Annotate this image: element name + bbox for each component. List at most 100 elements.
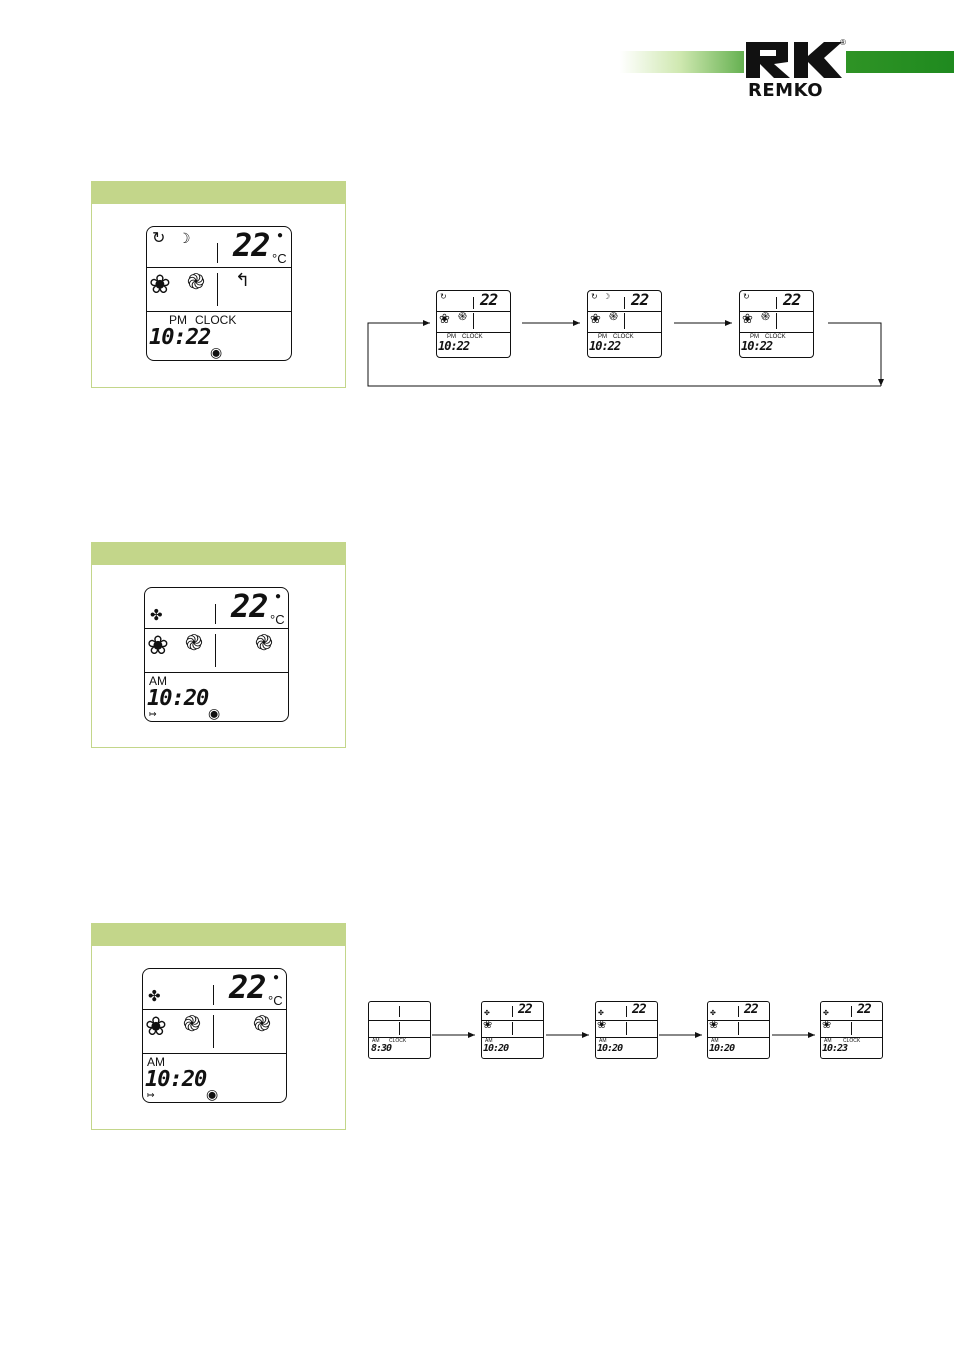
ampm-indicator: AM [711, 1038, 719, 1044]
lcd-display: ↻ ☽ 22 ● °C ❀ ֎ ↰ PM CLOCK 10:22 ◉ [146, 226, 292, 361]
flow-c-display-1: AM CLOCK 8:30 [368, 1001, 431, 1059]
clock-label: CLOCK [613, 334, 634, 340]
temperature: 22 [233, 226, 271, 264]
lcd-display: ✤ 22 ● °C ❀ ֎ ֎ AM 10:20 ↦ ◉ [142, 968, 287, 1103]
thermometer-icon: ● [277, 230, 284, 241]
thermometer-icon: ● [273, 972, 280, 983]
mode-cycle-icon: ↻ [152, 230, 166, 247]
clock-time: 10:22 [589, 339, 621, 353]
panel-header [92, 924, 345, 946]
temperature: 22 [231, 587, 269, 625]
ampm-indicator: PM [169, 313, 187, 327]
fan-icon: ❀ [590, 311, 601, 326]
clock-time: 10:22 [149, 325, 211, 350]
registered-mark: ® [840, 38, 846, 47]
swirl-icon: ֎ [187, 269, 205, 294]
swirl-icon: ֎ [255, 630, 273, 655]
thermometer-icon: ● [275, 591, 282, 602]
fan-icon: ❀ [145, 1011, 167, 1041]
signal-icon: ◉ [206, 1086, 219, 1102]
sun-icon: ✤ [150, 607, 163, 624]
swirl-icon: ֎ [253, 1011, 271, 1036]
clock-time: 10:20 [147, 686, 209, 711]
sun-icon: ✤ [148, 988, 161, 1005]
logo-wordmark: REMKO [748, 80, 824, 101]
flow-c-display-5: ✤ 22 ❀ AM CLOCK 10:23 [820, 1001, 883, 1059]
flow-a-display-1: ↻ 22 ❀ ֎ PM CLOCK 10:22 [436, 290, 511, 358]
clock-label: CLOCK [843, 1038, 861, 1044]
flow-a-display-2: ↻ ☽ 22 ❀ ֎ PM CLOCK 10:22 [587, 290, 662, 358]
temperature-unit: °C [272, 251, 287, 266]
clock-time: 10:22 [438, 339, 470, 353]
clock-time: 10:20 [145, 1067, 207, 1092]
clock-label: CLOCK [389, 1038, 407, 1044]
temperature: 22 [631, 290, 649, 309]
fan-icon: ❀ [822, 1019, 832, 1031]
clock-time: 10:20 [483, 1043, 509, 1054]
temperature: 22 [518, 1002, 533, 1017]
sun-icon: ✤ [484, 1010, 490, 1017]
fan-icon: ❀ [149, 269, 171, 299]
ampm-indicator: AM [824, 1038, 832, 1044]
temperature-unit: °C [268, 993, 283, 1008]
temperature: 22 [783, 290, 801, 309]
clock-time: 10:20 [709, 1043, 735, 1054]
clock-label: CLOCK [765, 334, 786, 340]
ampm-indicator: AM [599, 1038, 607, 1044]
swirl-icon: ֎ [609, 311, 618, 323]
flow-c-display-3: ✤ 22 ❀ AM 10:20 [595, 1001, 658, 1059]
clock-time: 10:23 [822, 1043, 848, 1054]
panel-display-b: ✤ 22 ● °C ❀ ֎ ֎ AM 10:20 ↦ ◉ [91, 542, 346, 748]
sun-icon: ✤ [710, 1010, 716, 1017]
moon-icon: ☽ [178, 230, 191, 246]
swirl-icon: ֎ [458, 311, 467, 323]
panel-display-c: ✤ 22 ● °C ❀ ֎ ֎ AM 10:20 ↦ ◉ [91, 923, 346, 1130]
mode-cycle-icon: ↻ [743, 292, 750, 301]
fan-icon: ❀ [147, 630, 169, 660]
clock-label: CLOCK [462, 334, 483, 340]
ampm-indicator: PM [447, 334, 456, 340]
temperature: 22 [632, 1002, 647, 1017]
fan-icon: ❀ [597, 1019, 607, 1031]
temperature-unit: °C [270, 612, 285, 627]
clock-label: CLOCK [195, 313, 237, 327]
ampm-indicator: PM [750, 334, 759, 340]
panel-display-a: ↻ ☽ 22 ● °C ❀ ֎ ↰ PM CLOCK 10:22 ◉ [91, 181, 346, 388]
flow-c-display-4: ✤ 22 ❀ AM 10:20 [707, 1001, 770, 1059]
ampm-indicator: AM [147, 1055, 165, 1069]
clock-time: 8:30 [371, 1043, 392, 1054]
ampm-indicator: PM [598, 334, 607, 340]
moon-icon: ☽ [603, 292, 611, 301]
swirl-icon: ֎ [183, 1011, 201, 1036]
panel-header [92, 182, 345, 204]
swirl-icon: ֎ [761, 311, 770, 323]
sun-icon: ✤ [598, 1010, 604, 1017]
fan-icon: ❀ [742, 311, 753, 326]
fan-icon: ❀ [483, 1019, 493, 1031]
flow-c-display-2: ✤ 22 ❀ AM 10:20 [481, 1001, 544, 1059]
signal-icon: ◉ [208, 705, 221, 721]
signal-icon: ◉ [210, 344, 223, 360]
swing-icon: ↰ [235, 270, 251, 290]
sun-icon: ✤ [823, 1010, 829, 1017]
panel-header [92, 543, 345, 565]
swirl-icon: ֎ [185, 630, 203, 655]
temperature: 22 [229, 968, 267, 1006]
clock-time: 10:20 [597, 1043, 623, 1054]
ampm-indicator: AM [485, 1038, 493, 1044]
ampm-indicator: AM [149, 674, 167, 688]
temperature: 22 [857, 1002, 872, 1017]
mode-cycle-icon: ↻ [440, 292, 447, 301]
remko-logo: REMKO ® [744, 38, 846, 102]
fan-icon: ❀ [709, 1019, 719, 1031]
lcd-display: ✤ 22 ● °C ❀ ֎ ֎ AM 10:20 ↦ ◉ [144, 587, 289, 722]
key-icon: ↦ [149, 709, 157, 719]
temperature: 22 [744, 1002, 759, 1017]
mode-cycle-icon: ↻ [591, 292, 598, 301]
flow-a-display-3: ↻ 22 ❀ ֎ PM CLOCK 10:22 [739, 290, 814, 358]
clock-time: 10:22 [741, 339, 773, 353]
temperature: 22 [480, 290, 498, 309]
key-icon: ↦ [147, 1090, 155, 1100]
ampm-indicator: AM [372, 1038, 380, 1044]
fan-icon: ❀ [439, 311, 450, 326]
